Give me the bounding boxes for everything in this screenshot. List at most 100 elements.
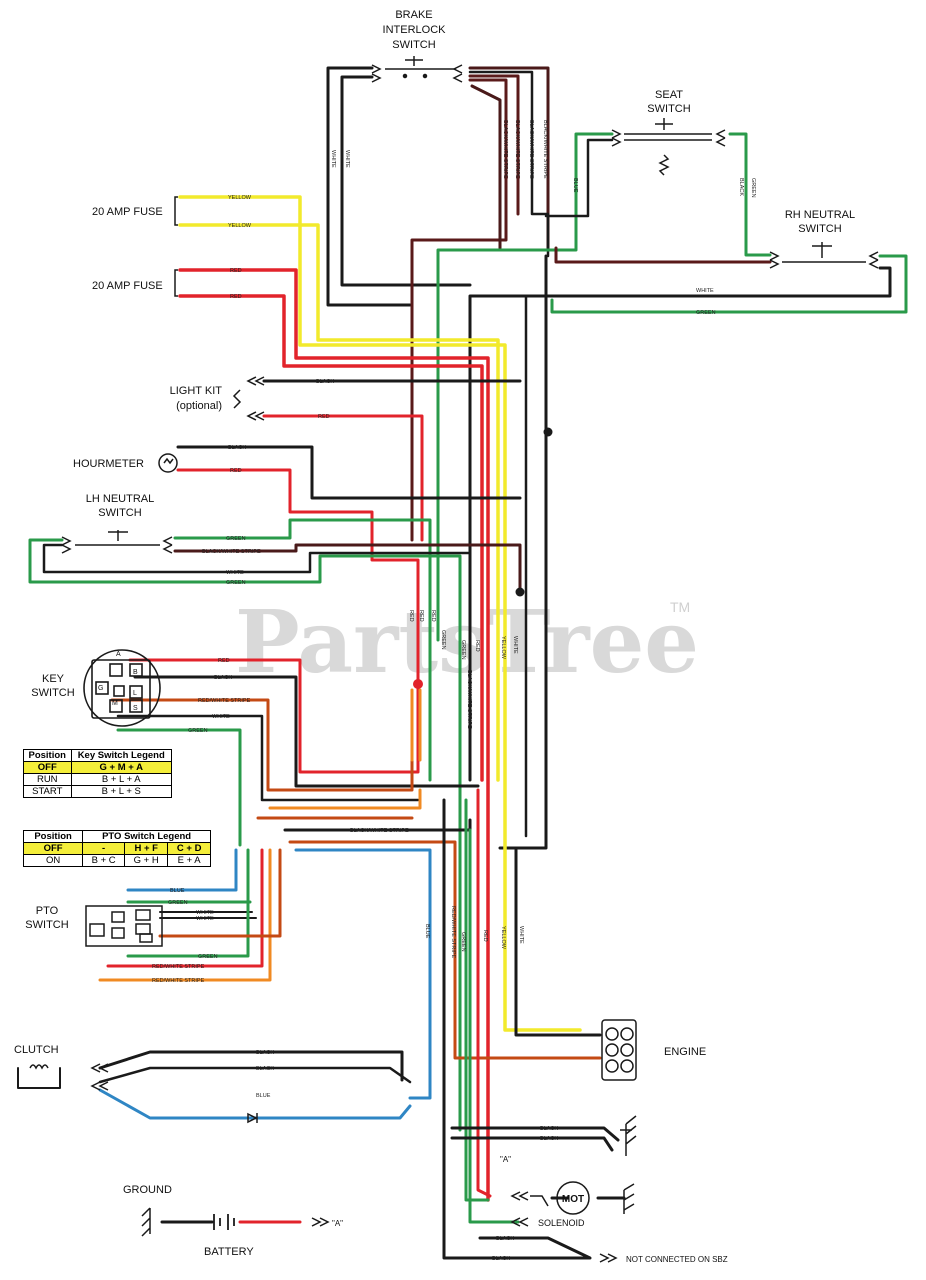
- brake-switch-symbol: [371, 56, 463, 83]
- seat-label-1: SEAT: [655, 89, 683, 101]
- brake-label-3: SWITCH: [392, 39, 435, 51]
- wire-label: BLACK: [540, 1126, 558, 1132]
- legend-cell: B + L + S: [70, 785, 172, 798]
- battery-symbol: [213, 1214, 235, 1230]
- wire-label: GREEN: [226, 580, 246, 586]
- legend-cell: C + D: [167, 842, 211, 855]
- wire-label: BLACK/WHITE STRIPE: [528, 120, 534, 179]
- wire-label: BLACK: [540, 1136, 558, 1142]
- key-terminal-g: G: [98, 685, 103, 692]
- legend-cell: B + C: [82, 854, 126, 867]
- key-terminal-a: A: [116, 651, 121, 658]
- fuse-2-label: 20 AMP FUSE: [92, 280, 163, 292]
- seat-switch-symbol: [611, 118, 726, 176]
- wire-label: WHITE: [196, 916, 214, 922]
- wire-label: BLACK/WHITE STRIPE: [466, 670, 472, 729]
- wire-label: BLACK/WHITE STRIPE: [202, 549, 261, 555]
- wire-label: BLUE: [572, 178, 578, 193]
- wire-label: BLACK/WHITE STRIPE: [514, 120, 520, 179]
- wire-label: GREEN: [188, 728, 208, 734]
- wire-label: BLACK: [256, 1050, 274, 1056]
- watermark: PartsTree: [235, 592, 699, 693]
- brake-label-1: BRAKE: [395, 9, 432, 21]
- key-switch-label-2: SWITCH: [31, 687, 74, 699]
- wire-label: GREEN: [198, 954, 218, 960]
- wire-labels: YELLOW YELLOW RED RED WHITE GREEN BLACK …: [152, 195, 716, 1262]
- legend-cell: G + M + A: [70, 761, 172, 774]
- seat-label-2: SWITCH: [647, 103, 690, 115]
- wire-label: GREEN: [440, 630, 446, 650]
- pto-switch-legend: Position PTO Switch Legend OFF - H + F C…: [22, 830, 211, 867]
- lh-neutral-symbol: [61, 530, 173, 554]
- key-switch-symbol: [83, 649, 161, 727]
- pto-switch-label-2: SWITCH: [25, 919, 68, 931]
- junctions: [413, 427, 553, 689]
- motor-label: MOT: [562, 1194, 584, 1205]
- wire-label: BLACK: [738, 178, 744, 196]
- key-terminal-l: L: [133, 690, 137, 697]
- ground-label: GROUND: [123, 1184, 172, 1196]
- light-kit-symbol: [232, 376, 265, 421]
- wire-label: WHITE: [330, 150, 336, 168]
- wire-label: RED/WHITE STRIPE: [198, 698, 251, 704]
- a-marker-1: "A": [500, 1155, 511, 1164]
- wire-label: GREEN: [750, 178, 756, 198]
- wire-label: WHITE: [196, 910, 214, 916]
- wire-label: YELLOW: [228, 195, 252, 201]
- trademark: TM: [670, 599, 690, 615]
- wire-label: BLACK: [492, 1256, 510, 1262]
- wire-label: RED: [482, 930, 488, 942]
- wire-label: BLACK: [214, 675, 232, 681]
- engine-symbol: [601, 1019, 637, 1081]
- wire-label: GREEN: [460, 932, 466, 952]
- wire-label: RED: [230, 268, 242, 274]
- rh-neutral-symbol: [769, 242, 879, 269]
- brake-label-2: INTERLOCK: [383, 24, 447, 36]
- legend-header: Key Switch Legend: [70, 749, 172, 762]
- a-marker-2: "A": [332, 1219, 343, 1228]
- fuse-symbols: [174, 196, 178, 297]
- wire-label: BLACK/WHITE STRIPE: [542, 120, 548, 179]
- wire-label: WHITE: [512, 636, 518, 654]
- wire-label: RED: [318, 414, 330, 420]
- wire-label: BLACK: [228, 445, 246, 451]
- key-switch-terminal-labels: A G B L M S: [98, 651, 138, 712]
- legend-header: PTO Switch Legend: [82, 830, 211, 843]
- legend-cell: START: [23, 785, 72, 798]
- not-connected-label: NOT CONNECTED ON SBZ: [626, 1255, 728, 1264]
- lh-neutral-label-2: SWITCH: [98, 507, 141, 519]
- wire-label: BLACK: [496, 1236, 514, 1242]
- wire-label: GREEN: [168, 900, 188, 906]
- wire-label: WHITE: [344, 150, 350, 168]
- wire-label: RED/WHITE STRIPE: [152, 978, 205, 984]
- wire-label: RED: [408, 610, 414, 622]
- lower-wires: [408, 788, 626, 1260]
- wire-label: YELLOW: [500, 926, 506, 950]
- legend-header: Position: [22, 830, 84, 843]
- legend-cell: G + H: [124, 854, 169, 867]
- wire-label: RED: [218, 658, 230, 664]
- light-hour-wires: [176, 379, 522, 682]
- wire-label: WHITE: [696, 288, 714, 294]
- legend-cell: OFF: [22, 842, 84, 855]
- wire-label: WHITE: [226, 570, 244, 576]
- engine-label: ENGINE: [664, 1046, 706, 1058]
- pto-switch-label-1: PTO: [36, 905, 59, 917]
- legend-cell: RUN: [23, 773, 72, 786]
- wire-label: BLACK: [316, 379, 334, 385]
- key-terminal-b: B: [133, 669, 138, 676]
- hourmeter-label: HOURMETER: [73, 458, 144, 470]
- wire-label: WHITE: [518, 926, 524, 944]
- rh-neutral-label-2: SWITCH: [798, 223, 841, 235]
- wire-label: BLUE: [170, 888, 185, 894]
- wire-label: BLACK/WHITE STRIPE: [502, 120, 508, 179]
- wire-label: BLUE: [424, 924, 430, 939]
- legend-cell: B + L + A: [70, 773, 172, 786]
- key-switch-wires: [110, 658, 480, 847]
- light-kit-label-2: (optional): [176, 400, 222, 412]
- wire-label: RED: [430, 610, 436, 622]
- legend-cell: ON: [22, 854, 84, 867]
- wire-label: RED: [474, 640, 480, 652]
- wire-label: YELLOW: [500, 636, 506, 660]
